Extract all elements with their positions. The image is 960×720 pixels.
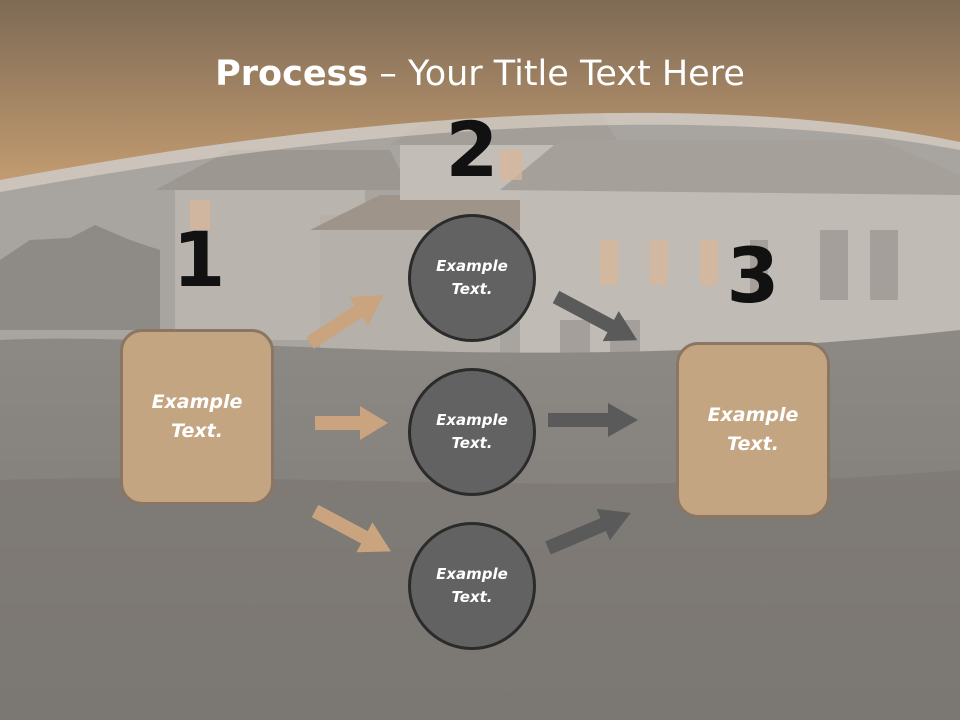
process-circle-top[interactable]: Example Text.: [408, 214, 536, 342]
title-bold: Process: [215, 54, 369, 94]
arrow-left-to-middle: [315, 406, 388, 440]
circle-bottom-text: Example Text.: [436, 565, 508, 606]
title-rest: – Your Title Text Here: [368, 54, 745, 94]
arrow-left-to-top: [306, 295, 384, 349]
step-number-2: 2: [445, 105, 499, 194]
arrow-left-to-bottom: [311, 504, 391, 553]
circle-middle-text: Example Text.: [436, 411, 508, 452]
circle-top-text: Example Text.: [436, 257, 508, 298]
arrow-bottom-to-right: [545, 508, 631, 555]
right-process-box[interactable]: Example Text.: [676, 342, 830, 518]
right-box-text: Example Text.: [707, 404, 799, 455]
step-number-3: 3: [726, 231, 780, 320]
step-number-1: 1: [172, 215, 226, 304]
left-process-box[interactable]: Example Text.: [120, 329, 274, 505]
process-circle-bottom[interactable]: Example Text.: [408, 522, 536, 650]
slide-title: Process – Your Title Text Here: [0, 52, 960, 96]
left-box-text: Example Text.: [151, 391, 243, 442]
arrow-top-to-right: [552, 290, 638, 342]
arrow-middle-to-right: [548, 403, 638, 437]
process-circle-middle[interactable]: Example Text.: [408, 368, 536, 496]
